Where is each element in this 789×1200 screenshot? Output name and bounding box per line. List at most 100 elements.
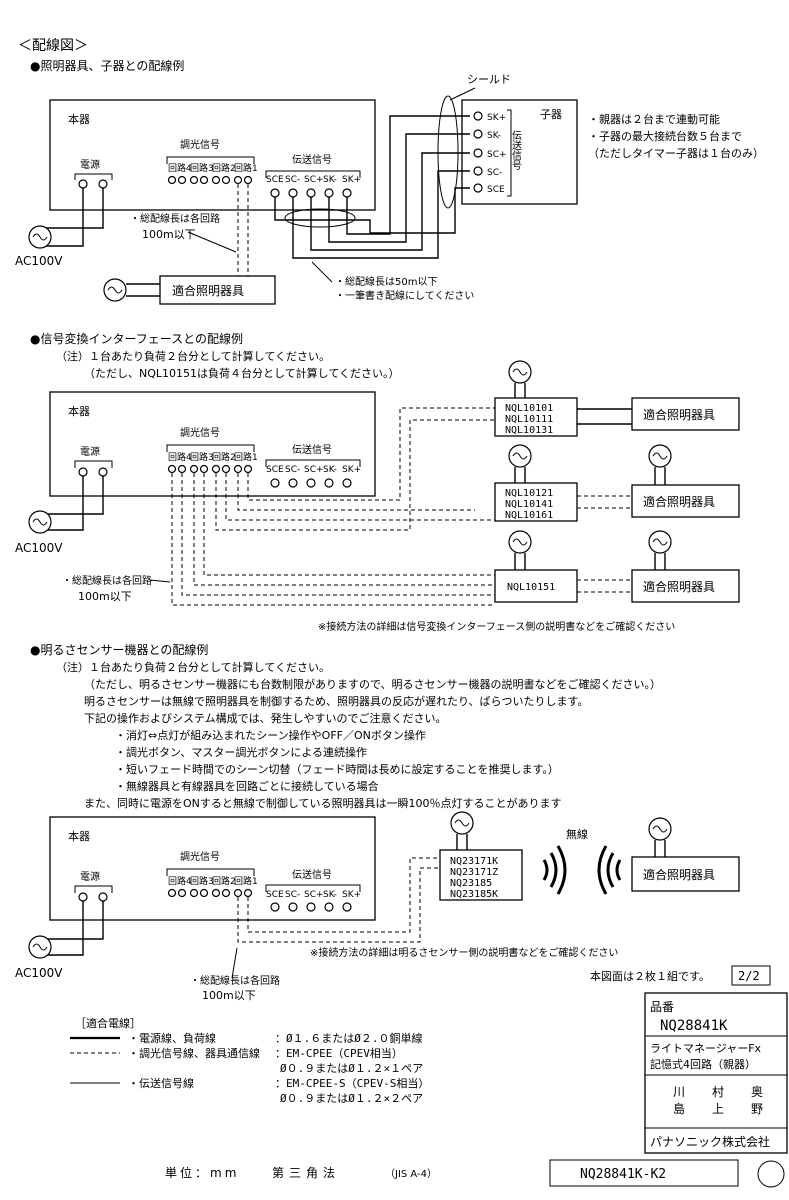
circuit-label: 回路2 [212, 451, 236, 463]
bundle-note: ・一筆書き配線にしてください [335, 289, 474, 302]
sub-bracket [507, 109, 512, 197]
company-name: パナソニック株式会社 [650, 1134, 770, 1149]
terminal-label: SC+ [304, 890, 324, 900]
sub-terminal-label: SCE [487, 185, 505, 195]
sine-icon [107, 286, 123, 294]
circuit-label: 回路3 [190, 162, 214, 174]
terminal-label: SCE [266, 890, 284, 900]
transmission-terminals [270, 478, 352, 488]
transmission-terminals [270, 902, 352, 912]
power-wire [45, 188, 84, 247]
terminal-label: SK- [323, 175, 337, 185]
legend-spec: Ø０.９またはØ１.２×２ペア [280, 1092, 423, 1105]
terminal-label: SK+ [342, 890, 361, 900]
dimming-terminals [167, 888, 253, 898]
section3-note: （注）１台あたり負荷２台分として計算してください。 [56, 660, 330, 674]
fixture-power-wire [126, 283, 160, 297]
terminal-label: SC+ [304, 465, 324, 475]
leader-line [187, 231, 237, 253]
drafter-name: 村 [712, 1085, 724, 1099]
product-name: 記憶式4回路（親器） [650, 1057, 756, 1071]
model-number: NQ28841K [660, 1018, 728, 1034]
dimming-label: 調光信号 [180, 138, 220, 151]
legend-spec: Ø０.９またはØ１.２×１ペア [280, 1062, 423, 1075]
dimming-terminals [167, 464, 253, 474]
drafter-name: 上 [712, 1102, 724, 1116]
wireless-signal-icon [597, 845, 622, 895]
dimming-wires [171, 407, 495, 606]
leader-line [449, 87, 476, 101]
interface-box [494, 569, 578, 603]
dimming-terminals [167, 175, 253, 185]
section3-note: ・無線器具と有線器具を回路ごとに接続している場合 [115, 779, 379, 793]
fixture-box [631, 484, 740, 518]
sensor-model: NQ23185 [450, 878, 492, 889]
main-unit-box [49, 391, 376, 497]
section3-note: 明るさセンサーは無線で照明器具を制御するため、照明器具の反応が遅れたり、ばらつい… [84, 694, 588, 708]
revision-circle [757, 1160, 785, 1188]
drafter-name: 川 [673, 1085, 685, 1099]
sine-icon [652, 825, 668, 833]
interface-model: NQL10101 [505, 403, 553, 414]
section3-note: ・調光ボタン、マスター調光ボタンによる連続操作 [115, 745, 367, 759]
power-terminal [78, 892, 88, 902]
terminal-label: SC- [285, 890, 300, 900]
fixture-label: 適合照明器具 [172, 283, 244, 298]
circuit-label: 回路2 [212, 162, 236, 174]
dimming-bracket [166, 156, 255, 164]
transmission-label: 伝送信号 [292, 443, 332, 456]
power-wire [45, 476, 104, 515]
sine-icon [652, 452, 668, 460]
ac-label: AC100V [15, 541, 63, 555]
terminal-label: SC- [285, 175, 300, 185]
power-wire [45, 188, 104, 229]
leader-line [149, 579, 171, 583]
transmission-terminals [270, 188, 352, 198]
product-name: ライトマネージャーFx [650, 1042, 762, 1055]
sine-icon [32, 233, 48, 241]
terminal-label: SC+ [304, 175, 324, 185]
wire-length-note: 100m以下 [78, 590, 132, 603]
wire-length-note: ・総配線長は各回路 [190, 974, 280, 987]
main-unit-label: 本器 [68, 112, 90, 126]
circuit-label: 回路3 [190, 451, 214, 463]
power-terminal [78, 467, 88, 477]
legend-spec: ：EM-CPEE-S（CPEV-S相当） [275, 1076, 429, 1090]
interface-box [494, 397, 578, 437]
sub-terminals [473, 111, 483, 193]
main-unit-label: 本器 [68, 829, 90, 843]
wire-length-note: 100m以下 [202, 989, 256, 1002]
section3-heading: ●明るさセンサー機器との配線例 [30, 642, 208, 657]
power-terminal [98, 467, 108, 477]
side-note: ・親器は２台まで連動可能 [588, 112, 720, 126]
sub-terminal-label: SK+ [487, 113, 506, 123]
power-terminal [78, 179, 88, 189]
legend-title: ［適合電線］ [75, 1016, 141, 1030]
sensor-model: NQ23185K [450, 889, 498, 900]
sheet-number-box [731, 965, 771, 986]
legend-spec: ：EM-CPEE（CPEV相当） [275, 1046, 403, 1060]
side-note: ・子器の最大接続台数５台まで [588, 129, 742, 143]
wire-length-note: 100m以下 [142, 228, 196, 241]
sub-signal-label: 伝送信号 [510, 130, 522, 171]
terminal-label: SK+ [342, 465, 361, 475]
sine-icon [512, 538, 528, 546]
interface-power-wire [514, 553, 526, 570]
dimming-bracket [166, 444, 255, 452]
section3-footnote: ※接続方法の詳細は明るさセンサー側の説明書などをご確認ください [310, 946, 618, 959]
transmission-wires [274, 115, 470, 259]
fixture-label: 適合照明器具 [643, 407, 715, 422]
page-title: ＜配線図＞ [18, 38, 88, 54]
circuit-label: 回路4 [168, 875, 192, 887]
bundle-ellipse [284, 208, 356, 228]
main-unit-box [49, 816, 376, 921]
terminal-label: SK+ [342, 175, 361, 185]
fixture-power-wire [654, 467, 666, 485]
power-terminal [98, 179, 108, 189]
section2-heading: ●信号変換インターフェースとの配線例 [30, 331, 243, 346]
sine-icon [512, 368, 528, 376]
fixture-label: 適合照明器具 [643, 494, 715, 509]
circuit-label: 回路1 [234, 162, 258, 174]
section3-note: ・短いフェード時間でのシーン切替（フェード時間は長めに設定することを推奨します。… [115, 762, 559, 776]
dimming-wires [237, 857, 440, 943]
